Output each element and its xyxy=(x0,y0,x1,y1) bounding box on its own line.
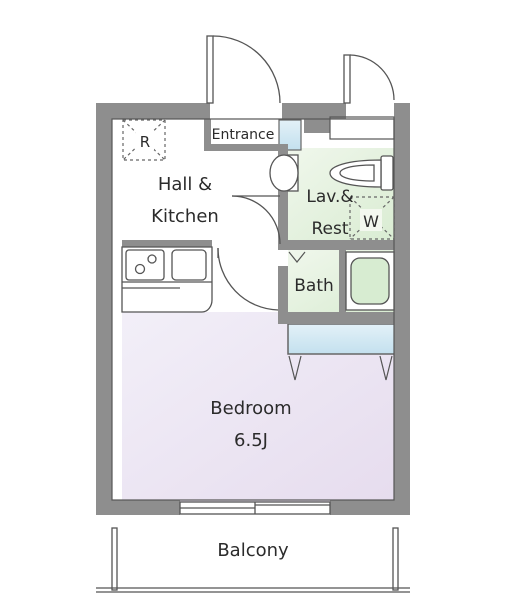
bath-door xyxy=(288,251,306,263)
kitchen-counter xyxy=(121,246,213,313)
bedroom-door xyxy=(217,247,279,311)
bath-label: Bath xyxy=(294,276,334,296)
entrance-door xyxy=(206,35,281,104)
refrigerator-box xyxy=(122,119,166,161)
lav-door xyxy=(231,195,281,245)
hall-kitchen-label-1: Hall & xyxy=(158,174,212,195)
bedroom-size-label: 6.5J xyxy=(234,430,268,451)
lav-rest-label-2: Rest xyxy=(311,219,348,239)
bathtub-fixture xyxy=(345,251,395,311)
hall-kitchen-label-2: Kitchen xyxy=(151,206,219,227)
basin-fixture xyxy=(269,154,299,192)
closet-shelf xyxy=(287,323,399,355)
walls xyxy=(96,103,410,515)
lav-rest-label-1: Lav.& xyxy=(306,187,353,207)
toilet-fixture xyxy=(329,155,394,191)
entrance-storage xyxy=(278,119,302,151)
closet-door-markers xyxy=(288,355,393,381)
washer-label: W xyxy=(363,212,379,231)
entrance-label: Entrance xyxy=(212,127,275,143)
balcony-outline xyxy=(96,527,410,593)
refrigerator-label: R xyxy=(140,133,150,151)
bedroom-label: Bedroom xyxy=(210,398,291,419)
storage-door xyxy=(343,54,395,104)
balcony-label: Balcony xyxy=(217,540,289,561)
balcony-window xyxy=(179,501,331,515)
